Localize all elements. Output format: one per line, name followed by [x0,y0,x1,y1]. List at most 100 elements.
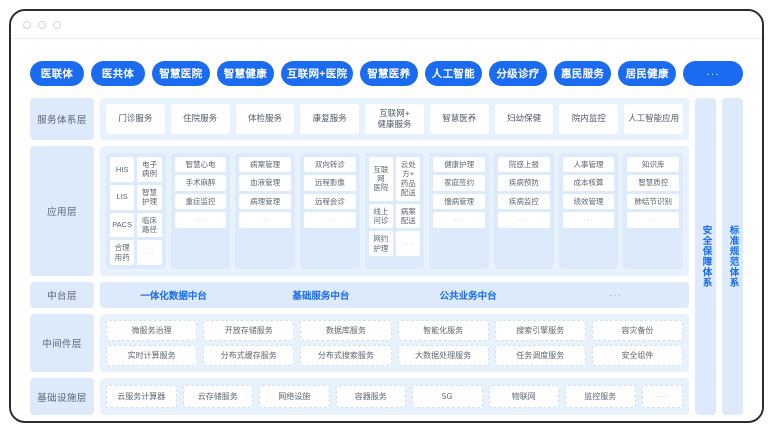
middleware-cell-2-1[interactable]: 分布式搜索服务 [300,345,392,366]
infrastructure-cell-4[interactable]: 5G [412,385,483,408]
middleware-cell-4-0[interactable]: 搜索引擎服务 [494,320,586,341]
infrastructure-cell-1[interactable]: 云存储服务 [182,385,253,408]
app-cell[interactable]: 网约护理 [368,231,394,256]
tab-8[interactable]: 惠民服务 [553,61,612,86]
app-cell-more[interactable]: ··· [562,212,615,228]
tab-0[interactable]: 医联体 [30,61,84,86]
app-cell[interactable]: 血液管理 [239,175,292,191]
infrastructure-cell-3[interactable]: 容器服务 [335,385,406,408]
app-cell[interactable]: 智慧心电 [174,157,227,173]
middle-platform-more[interactable]: ··· [609,289,622,301]
app-cell[interactable]: 病案配送 [396,203,421,229]
middleware-cell-1-1[interactable]: 分布式缓存服务 [203,345,295,366]
app-cell[interactable]: 疾病预防 [498,175,550,191]
middleware-cell-5-0[interactable]: 容灾备份 [591,320,684,341]
maximize-icon[interactable] [53,20,61,29]
middleware-cell-5-1[interactable]: 安全组件 [591,345,684,366]
service-chip-6[interactable]: 妇幼保健 [494,104,554,134]
app-cell-more[interactable]: ··· [433,212,486,228]
service-chip-7[interactable]: 院内监控 [559,104,619,134]
tab-1[interactable]: 医共体 [91,61,145,86]
app-row: 网约护理··· [368,231,421,256]
app-cell[interactable]: 健康护理 [433,157,486,173]
service-chip-2[interactable]: 体检服务 [235,104,295,134]
app-cell[interactable]: 院感上报 [498,157,550,173]
app-cell-more[interactable]: ··· [239,212,292,228]
app-cell[interactable]: HIS [110,157,135,182]
middleware-cell-2-0[interactable]: 数据库服务 [300,320,392,341]
tab-more[interactable]: ··· [682,61,743,86]
app-row: 重症监控 [174,193,227,210]
app-cell[interactable]: 线上问诊 [368,203,394,229]
infrastructure-cell-0[interactable]: 云服务计算器 [106,385,177,408]
app-cell[interactable]: 肺结节识别 [627,193,680,210]
app-cell[interactable]: 慢病管理 [433,193,486,210]
middleware-cell-3-1[interactable]: 大数据处理服务 [397,345,489,366]
app-cell[interactable]: 云处方+ 药品配送 [396,157,421,201]
minimize-icon[interactable] [38,20,46,29]
tab-4[interactable]: 互联网+医院 [281,61,353,86]
middle-platform-item-2[interactable]: 公共业务中台 [439,291,497,302]
close-icon[interactable] [23,20,31,29]
app-cell[interactable]: 知识库 [627,157,680,173]
app-cell-more[interactable]: ··· [304,212,356,228]
side-bar-group: 安全保障体系标准规范体系 [695,98,743,415]
service-chip-8[interactable]: 人工智能应用 [624,104,684,134]
app-cell[interactable]: 重症监控 [174,193,227,210]
middleware-cell-0-1[interactable]: 实时计算服务 [106,345,198,366]
middleware-col-4: 搜索引擎服务任务调度服务 [494,320,586,366]
app-cell[interactable]: 电子病例 [137,157,162,182]
app-cell[interactable]: 互联网 医院 [368,157,394,201]
app-cell[interactable]: PACS [110,212,135,238]
side-bar-1[interactable]: 标准规范体系 [722,98,743,415]
app-cell-more[interactable]: ··· [137,240,162,265]
infrastructure-more[interactable]: ··· [641,385,683,408]
tab-7[interactable]: 分级诊疗 [489,61,547,86]
app-cell[interactable]: 临床路径 [137,212,162,238]
app-cell[interactable]: 远程影像 [304,175,356,191]
service-chip-5[interactable]: 智慧医养 [429,104,489,134]
tab-6[interactable]: 人工智能 [424,61,483,86]
tab-9[interactable]: 居民健康 [618,61,676,86]
service-items: 门诊服务住院服务体检服务康复服务互联网+ 健康服务智慧医养妇幼保健院内监控人工智… [100,98,689,140]
app-cell[interactable]: 手术麻醉 [174,175,227,191]
middleware-cell-0-0[interactable]: 微服务治理 [106,320,198,341]
service-chip-0[interactable]: 门诊服务 [106,104,165,134]
app-cell[interactable]: 人事管理 [562,157,615,173]
app-cell[interactable]: 智慧质控 [627,175,680,191]
app-cell[interactable]: 病案管理 [239,157,292,173]
app-cell-more[interactable]: ··· [627,212,680,228]
app-cell-more[interactable]: ··· [396,231,421,256]
app-cell[interactable]: 绩效管理 [562,193,615,210]
app-cell[interactable]: LIS [110,184,135,210]
tab-2[interactable]: 智慧医院 [152,61,210,86]
infrastructure-cell-5[interactable]: 物联网 [488,385,559,408]
app-cell[interactable]: 病理管理 [239,193,292,210]
service-chip-3[interactable]: 康复服务 [300,104,360,134]
side-bar-0[interactable]: 安全保障体系 [695,98,716,415]
app-cell[interactable]: 合理用药 [110,240,135,265]
service-chip-4[interactable]: 互联网+ 健康服务 [365,104,424,134]
middleware-cell-3-0[interactable]: 智能化服务 [397,320,489,341]
tab-5[interactable]: 智慧医养 [359,61,418,86]
app-cell[interactable]: 家庭签约 [433,175,486,191]
app-cell-more[interactable]: ··· [174,212,227,228]
middleware-cell-1-0[interactable]: 开放存储服务 [203,320,295,341]
tab-3[interactable]: 智慧健康 [216,61,275,86]
app-cell[interactable]: 远程会诊 [304,193,356,210]
app-cell[interactable]: 智慧护理 [137,184,162,210]
app-cell-more[interactable]: ··· [498,212,550,228]
app-row: 合理用药··· [110,240,162,265]
app-row: 家庭签约 [433,175,486,191]
service-chip-1[interactable]: 住院服务 [170,104,230,134]
infrastructure-cell-6[interactable]: 监控服务 [565,385,636,408]
app-cell[interactable]: 成本核算 [562,175,615,191]
middleware-cell-4-1[interactable]: 任务调度服务 [494,345,586,366]
app-cell[interactable]: 双向转诊 [304,157,356,173]
app-cell[interactable]: 疾病监控 [498,193,550,210]
middle-platform-item-0[interactable]: 一体化数据中台 [140,291,207,302]
infrastructure-cell-2[interactable]: 网络设施 [259,385,330,408]
middle-platform-item-1[interactable]: 基础服务中台 [292,291,350,302]
